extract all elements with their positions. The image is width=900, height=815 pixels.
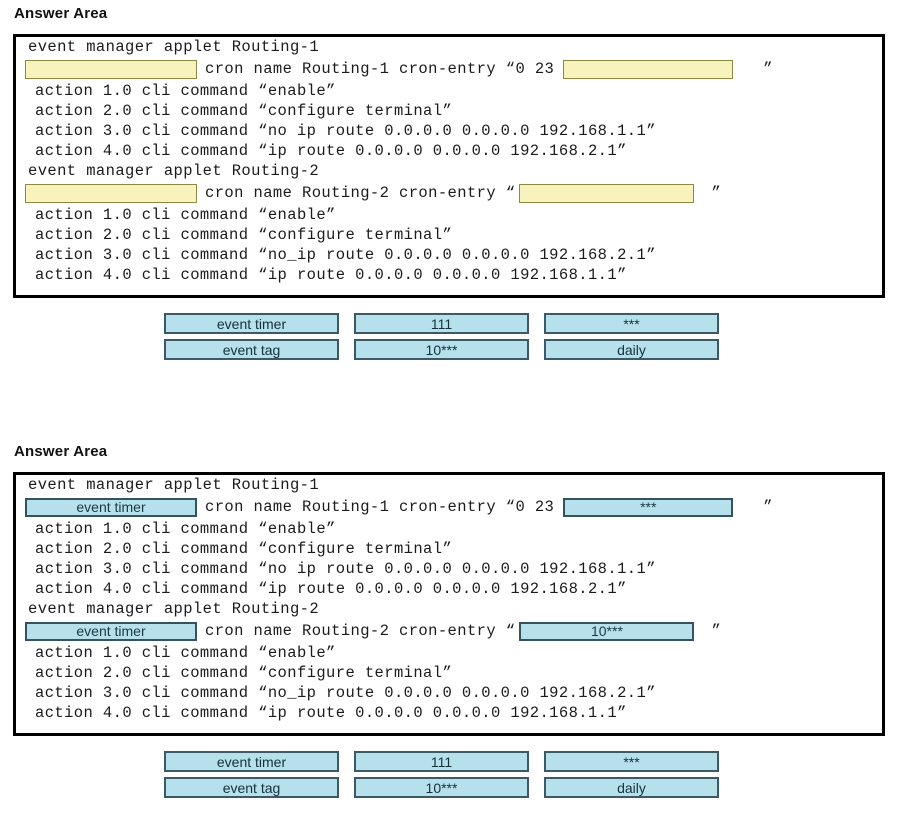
applet-header: event manager applet Routing-2 [28,162,320,180]
action-line: action 2.0 cli command “configure termin… [35,664,453,682]
page-title: Answer Area [14,443,108,460]
option-tiles-row: event tag 10*** daily [164,339,744,360]
option-tile-daily[interactable]: daily [544,339,719,360]
option-tile-asterisks[interactable]: *** [544,751,719,772]
action-line: action 1.0 cli command “enable” [35,520,336,538]
cron-suffix-text: ” [711,622,721,640]
drop-slot-event-type-1[interactable] [25,59,197,79]
option-tiles-2: event timer 111 *** event tag 10*** dail… [164,751,744,803]
action-line: action 2.0 cli command “configure termin… [35,102,453,120]
option-tile-daily[interactable]: daily [544,777,719,798]
cron-prefix-text: cron name Routing-1 cron-entry “0 23 [205,498,555,516]
cron-entry-row: event timer cron name Routing-2 cron-ent… [16,619,882,643]
option-tiles-row: event timer 111 *** [164,751,744,772]
action-line: action 4.0 cli command “ip route 0.0.0.0… [35,704,627,722]
action-line: action 4.0 cli command “ip route 0.0.0.0… [35,580,627,598]
action-line: action 3.0 cli command “no_ip route 0.0.… [35,246,656,264]
action-line: action 1.0 cli command “enable” [35,82,336,100]
cron-prefix-text: cron name Routing-1 cron-entry “0 23 [205,60,555,78]
action-line: action 2.0 cli command “configure termin… [35,226,453,244]
drop-slot-cron-value-2[interactable]: 10*** [519,621,695,641]
cron-suffix-text: ” [763,498,773,516]
action-line: action 4.0 cli command “ip route 0.0.0.0… [35,142,627,160]
option-tile-10-asterisks[interactable]: 10*** [354,777,529,798]
page-title: Answer Area [14,5,108,22]
option-tile-111[interactable]: 111 [354,313,529,334]
cron-prefix-text: cron name Routing-2 cron-entry “ [205,622,516,640]
drop-slot-cron-value-2[interactable] [519,183,695,203]
cron-suffix-text: ” [711,184,721,202]
cron-prefix-text: cron name Routing-2 cron-entry “ [205,184,516,202]
action-line: action 3.0 cli command “no ip route 0.0.… [35,560,656,578]
option-tile-event-timer[interactable]: event timer [164,751,339,772]
cron-entry-row: event timer cron name Routing-1 cron-ent… [16,495,882,519]
option-tile-event-tag[interactable]: event tag [164,339,339,360]
config-panel-1: event manager applet Routing-1 cron name… [13,34,885,298]
applet-header: event manager applet Routing-1 [28,38,320,56]
cron-suffix-text: ” [763,60,773,78]
action-line: action 3.0 cli command “no_ip route 0.0.… [35,684,656,702]
action-line: action 1.0 cli command “enable” [35,644,336,662]
drop-slot-event-type-2[interactable] [25,183,197,203]
applet-header: event manager applet Routing-2 [28,600,320,618]
cron-entry-row: cron name Routing-2 cron-entry “ ” [16,181,882,205]
drop-slot-event-type-1[interactable]: event timer [25,497,197,517]
option-tile-111[interactable]: 111 [354,751,529,772]
drop-slot-event-type-2[interactable]: event timer [25,621,197,641]
action-line: action 4.0 cli command “ip route 0.0.0.0… [35,266,627,284]
option-tiles-row: event tag 10*** daily [164,777,744,798]
cron-entry-row: cron name Routing-1 cron-entry “0 23 ” [16,57,882,81]
action-line: action 3.0 cli command “no ip route 0.0.… [35,122,656,140]
applet-header: event manager applet Routing-1 [28,476,320,494]
drop-slot-cron-value-1[interactable]: *** [563,497,734,517]
option-tile-event-tag[interactable]: event tag [164,777,339,798]
drop-slot-cron-value-1[interactable] [563,59,734,79]
action-line: action 2.0 cli command “configure termin… [35,540,453,558]
option-tiles-row: event timer 111 *** [164,313,744,334]
config-panel-2: event manager applet Routing-1 event tim… [13,472,885,736]
option-tile-10-asterisks[interactable]: 10*** [354,339,529,360]
option-tile-asterisks[interactable]: *** [544,313,719,334]
action-line: action 1.0 cli command “enable” [35,206,336,224]
option-tile-event-timer[interactable]: event timer [164,313,339,334]
option-tiles-1: event timer 111 *** event tag 10*** dail… [164,313,744,365]
